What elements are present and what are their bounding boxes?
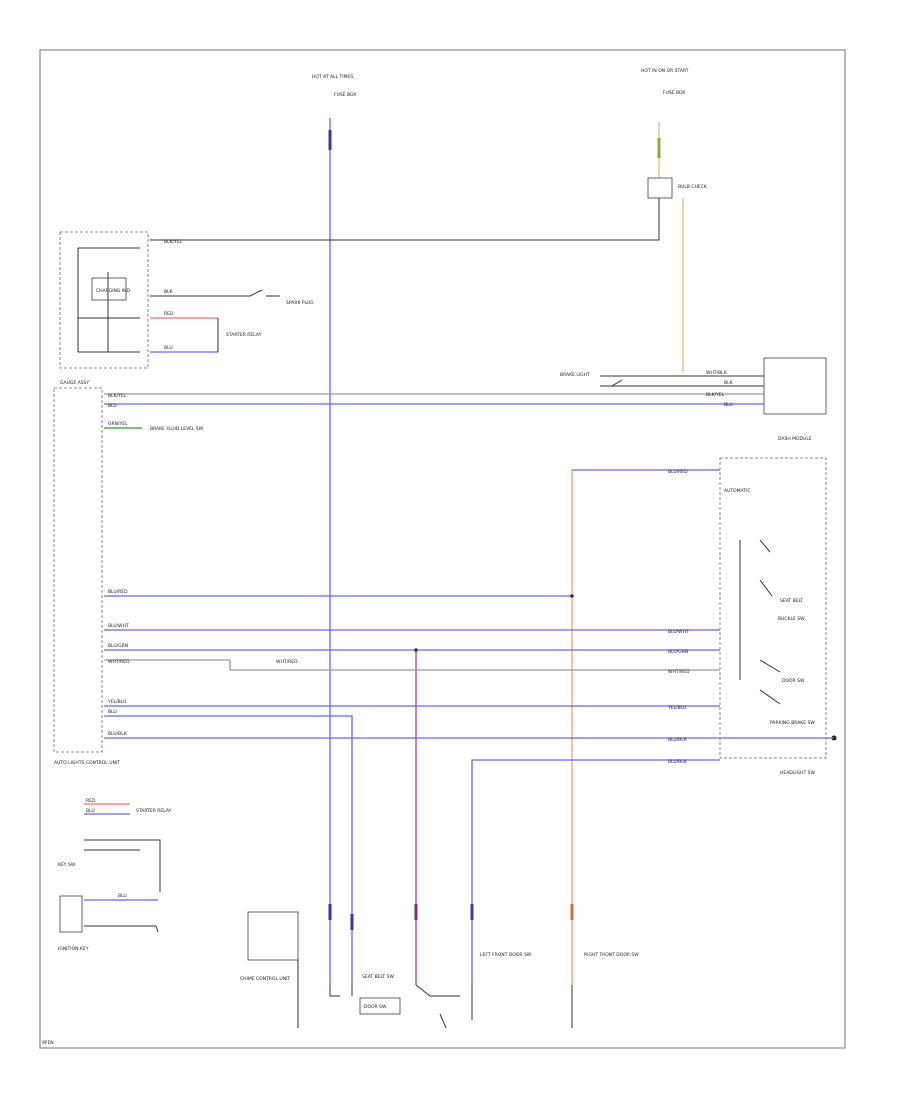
junction-596 xyxy=(570,594,574,598)
wire-label-red-1: RED xyxy=(164,311,174,317)
starter-relay-label: STARTER RELAY xyxy=(226,332,262,338)
wire-label-blk-r1: BLK xyxy=(724,380,734,386)
wire-label-grn-yel: GRN/YEL xyxy=(108,421,128,427)
right-module-box xyxy=(719,457,827,759)
left-module-box xyxy=(53,387,103,753)
diagram-frame xyxy=(39,49,846,1049)
upper-left-relay-block xyxy=(59,231,149,369)
wire-label-blu-blk-l: BLU/BLK xyxy=(108,731,128,737)
brake-light-label: BRAKE LIGHT xyxy=(560,372,590,378)
door-sw-box xyxy=(359,997,401,1015)
headlight-sw-label: HEADLIGHT SW xyxy=(780,770,816,776)
bulb-check-label: BULB CHECK xyxy=(678,184,708,190)
top-right-source-label: HOT IN ON OR START xyxy=(641,68,689,74)
blue-wire-716 xyxy=(104,715,353,985)
wire-label-blu-grn-l: BLU/GRN xyxy=(108,643,128,649)
bottom-right-sw xyxy=(471,985,573,1028)
junction-650 xyxy=(414,648,418,652)
wire-label-blk-1: BLK xyxy=(164,289,174,295)
wire-label-blu-4: BLU xyxy=(86,808,95,814)
brake-light-switch xyxy=(611,379,636,387)
wire-label-yel-blu-r: YEL/BLU xyxy=(667,705,686,711)
right-module-internals xyxy=(739,539,781,705)
bottom-right2-label: RIGHT FRONT DOOR SW xyxy=(584,952,639,958)
bottom-right1-label: LEFT FRONT DOOR SW xyxy=(480,952,532,958)
ignition-key-label: IGNITION KEY xyxy=(58,946,89,952)
right-top-connector xyxy=(763,357,827,415)
top-right-fuse-label: FUSE BOX xyxy=(663,90,685,96)
wire-label-wht-red-m: WHT/RED xyxy=(276,659,298,665)
ground-wire-bottom-left xyxy=(84,925,159,933)
doors-label: DOOR SW xyxy=(782,678,805,684)
ignition-key-box xyxy=(59,895,83,933)
footer-label: 9FEN xyxy=(42,1040,54,1046)
key-switch-label: KEY SW xyxy=(58,862,76,868)
spark-plug-switch xyxy=(249,289,280,297)
top-center-fuse-label: FUSE BOX xyxy=(334,92,356,98)
bottom-connectors xyxy=(328,904,474,930)
wire-label-wht-blk-r1: WHT/BLK xyxy=(706,370,728,376)
upper-left-internal-wiring xyxy=(77,247,140,353)
wire-label-blu-blk-r2: BLU/BLK xyxy=(668,759,688,765)
wire-label-blu-2: BLU xyxy=(108,403,117,409)
wire-label-yel-blu-l: YEL/BLU xyxy=(107,699,126,705)
seat-belt-sw-wiring xyxy=(329,985,353,997)
gray-bus-670 xyxy=(229,660,720,671)
bottom-left-ctrl-box xyxy=(247,911,299,961)
wire-label-red-2: RED xyxy=(86,798,96,804)
wire-label-wht-red-r: WHT/RED xyxy=(668,669,690,675)
gauge-assy-label: GAUGE ASSY xyxy=(60,380,89,386)
wire-label-blu-grn-r: BLU/GRN xyxy=(668,649,688,655)
wire-label-blu-wht-l: BLU/WHT xyxy=(108,623,129,629)
wire-label-blu-wht-r: BLU/WHT xyxy=(668,629,689,635)
key-switch-wiring xyxy=(84,839,161,892)
left-module-label: AUTO LIGHTS CONTROL UNIT xyxy=(54,760,120,766)
wire-label-wht-red-l: WHT/RED xyxy=(108,659,130,665)
gray-wire-to-upper-left xyxy=(150,198,660,241)
wire-label-blu-1: BLU xyxy=(164,345,173,351)
wire-label-blk-yel-r1: BLK/YEL xyxy=(706,392,725,398)
parking-brake-sw-label: PARKING BRAKE SW xyxy=(770,720,815,726)
bottom-center2-label: DOOR SW xyxy=(364,1004,387,1010)
wire-label-blu-red-l: BLU/RED xyxy=(108,589,128,595)
charging-ind-label: CHARGING IND xyxy=(96,288,131,294)
buckle-sw-label: BUCKLE SW xyxy=(778,616,805,622)
wire-label-blk-yel-1: BLK/YEL xyxy=(164,239,183,245)
bottom-center1-label: SEAT BELT SW xyxy=(362,974,394,980)
bottom-left-ctrl-label: CHIME CONTROL UNIT xyxy=(240,976,290,982)
wire-label-blu-r1: BLU xyxy=(724,402,733,408)
starter-relay-label-2: STARTER RELAY xyxy=(136,808,172,814)
charging-ind-box xyxy=(91,277,127,301)
blue-wire-760 xyxy=(471,759,720,985)
wire-label-blu-3: BLU xyxy=(108,709,117,715)
top-center-source-label: HOT AT ALL TIMES xyxy=(312,74,353,80)
automatic-label: AUTOMATIC xyxy=(724,488,751,494)
brake-fluid-label: BRAKE FLUID LEVEL SW xyxy=(150,426,204,432)
right-module-label: DASH MODULE xyxy=(778,436,812,442)
wire-label-blk-yel-2: BLK/YEL xyxy=(108,393,127,399)
wire-label-blu-blk-r: BLU/BLK xyxy=(668,737,688,743)
door-sw-mechanism xyxy=(415,984,460,1029)
seat-belt-label: SEAT BELT xyxy=(780,598,803,604)
wire-label-blu-red-r: BLU/RED xyxy=(668,469,688,475)
bulb-check-relay-box xyxy=(647,177,673,199)
wire-label-blu-5: BLU xyxy=(118,893,127,899)
spark-plug-label: SPARK PLUG xyxy=(286,300,314,306)
